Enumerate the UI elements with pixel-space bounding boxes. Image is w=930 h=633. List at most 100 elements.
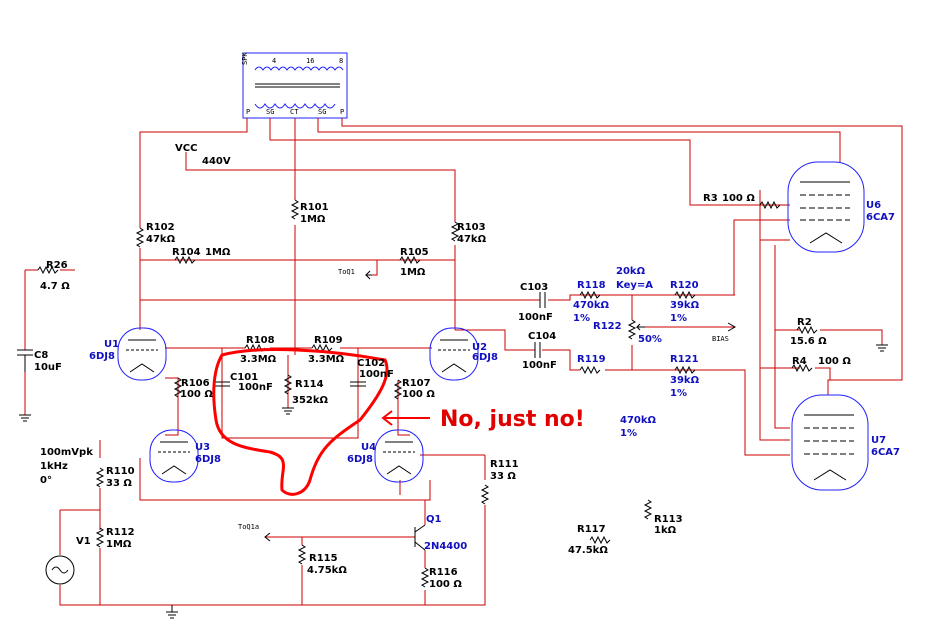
V1-source[interactable]	[45, 555, 75, 585]
C101-value: 100nF	[238, 382, 273, 393]
wires	[24, 118, 903, 606]
R101-value: 1MΩ	[300, 214, 326, 225]
R117-symbol	[589, 535, 611, 545]
U2-value: 6DJ8	[472, 352, 498, 363]
R118-name: R118	[577, 280, 606, 291]
R106-value: 100 Ω	[180, 389, 213, 400]
C8-value: 10uF	[34, 362, 62, 373]
R115-symbol	[297, 544, 307, 565]
R110-symbol	[95, 467, 105, 488]
R112-name: R112	[106, 527, 135, 538]
R107-value: 100 Ω	[402, 389, 435, 400]
R108-value: 3.3MΩ	[240, 354, 277, 365]
R121-name: R121	[670, 354, 699, 365]
R119-value: 470kΩ	[620, 415, 657, 426]
R121-symbol	[674, 365, 696, 375]
R102-value: 47kΩ	[146, 234, 176, 245]
R119-symbol	[579, 365, 601, 375]
R103-value: 47kΩ	[457, 234, 487, 245]
R120-tol: 1%	[670, 313, 687, 324]
tube-U4[interactable]	[374, 429, 424, 483]
tube-U6[interactable]	[787, 161, 865, 253]
R111-name: R111	[490, 459, 519, 470]
R111-value: 33 Ω	[490, 471, 516, 482]
C8-symbol	[17, 349, 33, 372]
R101-name: R101	[300, 202, 329, 213]
R26-value: 4.7 Ω	[40, 281, 70, 292]
R118-tol: 1%	[573, 313, 590, 324]
U4-value: 6DJ8	[347, 454, 373, 465]
R115-name: R115	[309, 553, 338, 564]
R4-symbol	[791, 363, 813, 373]
R112-symbol	[95, 527, 105, 548]
vcc-value: 440V	[202, 156, 231, 167]
R3-symbol	[759, 200, 781, 210]
tube-U3[interactable]	[149, 429, 199, 483]
highlight-scribble	[212, 348, 389, 496]
R114-symbol	[283, 374, 293, 395]
svg-text:8: 8	[339, 57, 343, 65]
R3-value: 100 Ω	[722, 193, 755, 204]
R4-value: 100 Ω	[818, 356, 851, 367]
ground-icon	[282, 407, 294, 415]
R113-value: 1kΩ	[654, 525, 677, 536]
C103-symbol	[539, 292, 546, 308]
R2-name: R2	[797, 317, 812, 328]
R119-tol: 1%	[620, 428, 637, 439]
capacitors	[17, 292, 546, 387]
R101-symbol	[290, 199, 300, 220]
R105-symbol	[399, 255, 421, 265]
tube-U7[interactable]	[791, 394, 869, 491]
R103-name: R103	[457, 222, 486, 233]
C102-name: C102	[357, 358, 385, 369]
R108-name: R108	[246, 335, 275, 346]
U6-name: U6	[866, 200, 881, 211]
U7-value: 6CA7	[871, 447, 900, 458]
bias-arrow-icon	[727, 322, 737, 332]
R120-value: 39kΩ	[670, 300, 700, 311]
R119-name: R119	[577, 354, 606, 365]
svg-text:CT: CT	[290, 108, 299, 116]
V1-name: V1	[76, 536, 91, 547]
V1-freq: 1kHz	[40, 461, 68, 472]
U3-name: U3	[195, 442, 210, 453]
R122-pct: 50%	[638, 334, 662, 345]
resistors	[37, 199, 818, 588]
R109-symbol	[311, 343, 333, 353]
R121-value: 39kΩ	[670, 375, 700, 386]
R26-symbol	[37, 265, 59, 275]
R2-value: 15.6 Ω	[790, 336, 827, 347]
R105-name: R105	[400, 247, 429, 258]
R117-value: 47.5kΩ	[568, 545, 608, 556]
R112-value: 1MΩ	[106, 539, 132, 550]
R106-name: R106	[181, 378, 210, 389]
tube-U1[interactable]	[117, 327, 167, 381]
U7-name: U7	[871, 435, 886, 446]
Q1-transistor[interactable]	[414, 524, 426, 551]
U6-value: 6CA7	[866, 212, 895, 223]
C104-symbol	[534, 342, 541, 358]
C101-name: C101	[230, 372, 258, 383]
R114-name: R114	[295, 379, 324, 390]
R116-symbol	[420, 567, 430, 588]
R103-symbol	[450, 221, 460, 242]
R104-name: R104	[172, 247, 201, 258]
C102-value: 100nF	[359, 369, 394, 380]
U2-name: U2	[472, 342, 487, 353]
output-transformer[interactable]: SPK 8 4 16 P SG CT SG P	[241, 52, 348, 119]
annotation-arrow-icon	[381, 410, 430, 426]
labels: VCC 440V R26 4.7 Ω C8 10uF R102 47kΩ R10…	[34, 143, 900, 590]
V1-phase: 0°	[40, 475, 52, 486]
svg-text:SG: SG	[318, 108, 326, 116]
C103-name: C103	[520, 282, 548, 293]
U1-name: U1	[104, 339, 119, 350]
tube-U2[interactable]	[429, 327, 479, 381]
U4-name: U4	[361, 442, 376, 453]
R115-value: 4.75kΩ	[307, 565, 347, 576]
svg-text:P: P	[340, 108, 344, 116]
R102-name: R102	[146, 222, 175, 233]
R118-symbol	[579, 290, 601, 300]
R4-name: R4	[792, 356, 807, 367]
Q1-value: 2N4400	[424, 541, 467, 552]
